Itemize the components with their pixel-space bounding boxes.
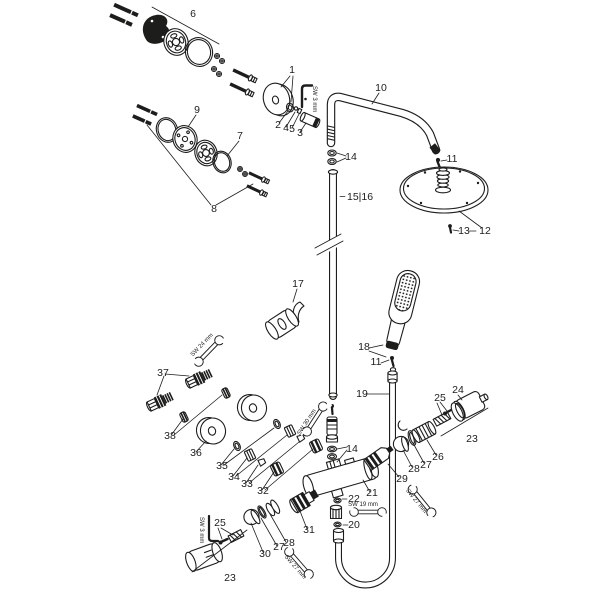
part-label-10: 10 — [375, 82, 387, 94]
part-label-15-16: 15|16 — [347, 191, 373, 203]
part-label-8: 8 — [211, 203, 217, 215]
tool-label-sw3-bottom: SW 3 mm — [198, 517, 204, 543]
part-label-35: 35 — [216, 460, 228, 472]
part-label-31: 31 — [303, 524, 315, 536]
part-label-13: 13 — [458, 225, 470, 237]
o-rings-14-upper — [327, 149, 337, 166]
shower-arm — [326, 92, 441, 155]
part-label-25b: 25 — [214, 517, 226, 529]
part-label-33: 33 — [241, 478, 253, 490]
part-labels: 6 9 7 8 1 2 4 5 3 10 11 13 12 14 15|16 1… — [157, 8, 491, 584]
part-label-27: 27 — [420, 459, 432, 471]
adapter-nipple — [299, 111, 321, 129]
riser-pipe — [313, 169, 346, 400]
temperature-handle-group — [392, 391, 489, 453]
o-ring — [285, 102, 295, 113]
mounting-plate — [194, 139, 218, 167]
part-label-17: 17 — [292, 278, 304, 290]
union-set-left — [145, 368, 323, 477]
part-label-23: 23 — [466, 433, 478, 445]
part-label-14b: 14 — [346, 443, 358, 455]
wall-bracket-17 — [264, 301, 305, 340]
part-label-1: 1 — [289, 64, 295, 76]
o-ring — [212, 150, 232, 174]
part-label-20: 20 — [348, 519, 360, 531]
tool-label-sw19: SW 19 mm — [348, 502, 378, 508]
part-label-12: 12 — [479, 225, 491, 237]
leader-lines — [146, 75, 489, 573]
shower-hose — [335, 378, 396, 589]
part-label-14: 14 — [345, 151, 357, 163]
part-label-36: 36 — [190, 447, 202, 459]
part-label-19: 19 — [356, 388, 368, 400]
tool-label-sw3-top: SW 3 mm — [311, 86, 317, 112]
part-label-3: 3 — [297, 127, 303, 139]
part-label-38: 38 — [164, 430, 176, 442]
part-label-26: 26 — [432, 451, 444, 463]
part-label-24: 24 — [452, 384, 464, 396]
o-ring — [155, 117, 179, 143]
escutcheon-36 — [195, 393, 268, 445]
mount-set-9-7-8 — [132, 103, 271, 198]
part-label-23b: 23 — [224, 572, 236, 584]
hose-connection-chain — [329, 497, 345, 544]
escutcheon-set-1-5 — [262, 82, 321, 129]
cartridge-stack-14 — [325, 404, 339, 468]
allen-key-icon — [300, 84, 314, 109]
part-label-11b: 11 — [371, 356, 382, 368]
thermo-cartridge-29 — [363, 445, 394, 471]
tool-label-sw24: SW 24 mm — [190, 333, 215, 359]
part-label-29: 29 — [396, 473, 408, 485]
hand-shower-18 — [385, 269, 421, 384]
mounting-plate — [163, 28, 189, 56]
overhead-shower-12 — [399, 166, 489, 214]
wall-mount-set-6 — [109, 2, 258, 98]
part-label-21: 21 — [366, 487, 378, 499]
part-label-37: 37 — [157, 367, 169, 379]
wrench-sw27-right-icon — [402, 479, 442, 523]
part-label-7: 7 — [237, 130, 243, 142]
part-label-28: 28 — [408, 463, 420, 475]
part-label-28b: 28 — [283, 537, 295, 549]
tool-label-sw27-bottom: SW 27 mm — [283, 554, 307, 580]
allen-key-icon — [207, 514, 220, 543]
control-handle-group — [185, 489, 319, 572]
part-label-25: 25 — [434, 392, 446, 404]
part-label-32: 32 — [257, 485, 269, 497]
part-label-2: 2 — [275, 119, 281, 131]
head-screw-13 — [448, 224, 453, 234]
part-label-30: 30 — [259, 548, 271, 560]
carrier-plate — [172, 125, 198, 153]
part-label-5: 5 — [289, 123, 295, 135]
arm-screw-11 — [435, 157, 442, 170]
part-label-34: 34 — [228, 471, 240, 483]
pipe-break-mark — [313, 235, 346, 257]
part-label-6: 6 — [190, 8, 196, 20]
part-label-4: 4 — [283, 122, 289, 134]
part-label-9: 9 — [194, 104, 200, 116]
part-label-11: 11 — [447, 153, 458, 165]
part-label-22: 22 — [348, 493, 360, 505]
part-label-27b: 27 — [273, 541, 285, 553]
part-label-18: 18 — [358, 341, 370, 353]
